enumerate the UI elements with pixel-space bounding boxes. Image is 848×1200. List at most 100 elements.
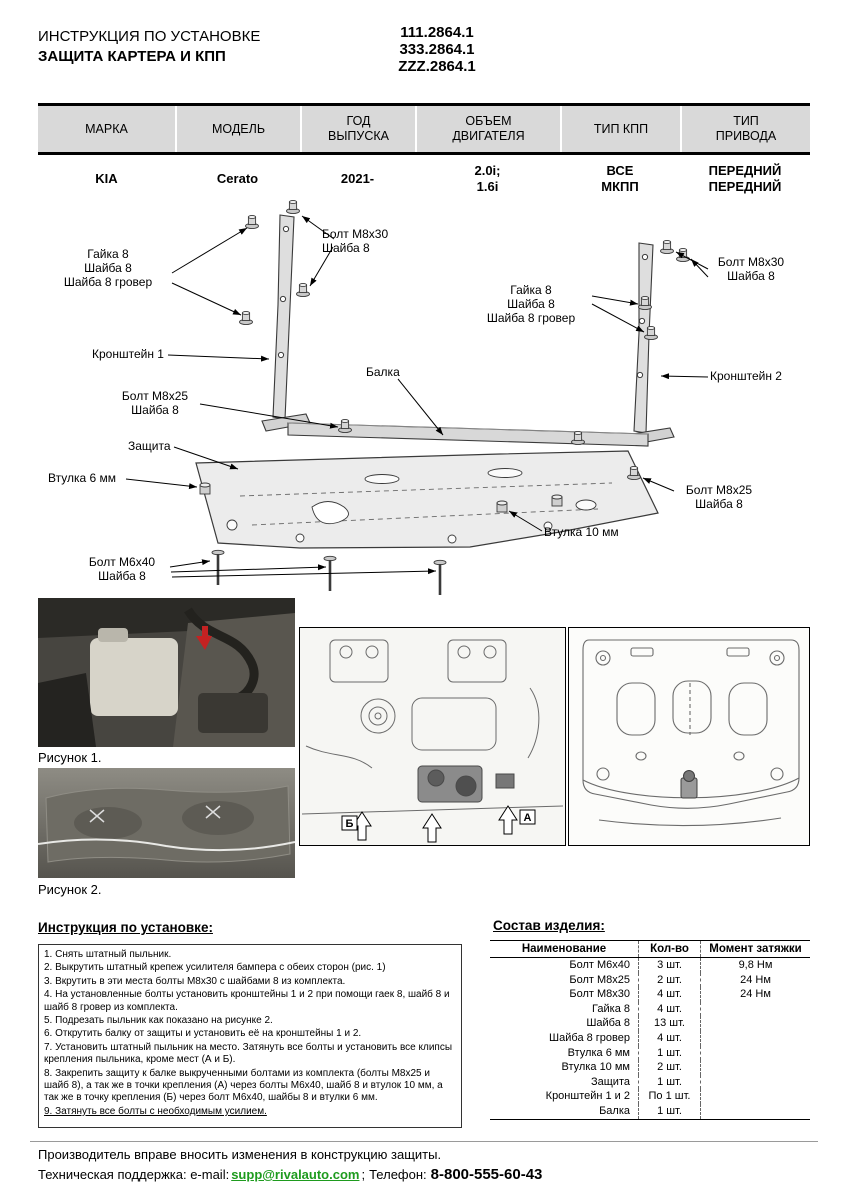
parts-row: Болт М8х25 2 шт.24 Нм <box>490 972 810 988</box>
part-name: Гайка 8 <box>592 1002 630 1015</box>
exploded-diagram: Болт М8х30 Шайба 8 Гайка 8 Шайба 8 Шайба… <box>0 195 848 600</box>
doc-title: ИНСТРУКЦИЯ ПО УСТАНОВКЕ ЗАЩИТА КАРТЕРА И… <box>38 28 260 65</box>
parts-row: Шайба 8 13 шт. <box>490 1016 810 1031</box>
label-bolt-m8x25-left: Болт М8х25 Шайба 8 <box>121 389 189 417</box>
engine-bay-photo-drawing <box>38 598 295 747</box>
part-qty: 2 шт. <box>638 972 700 988</box>
underbody-halftone-drawing: Б А <box>301 639 564 843</box>
after-email: ; <box>361 1167 366 1182</box>
part-torque: 24 Нм <box>700 987 810 1002</box>
label-hardware-left: Гайка 8 Шайба 8 Шайба 8 гровер <box>63 247 153 289</box>
cut-point-a-label: А <box>524 812 532 824</box>
part-number-1: 111.2864.1 <box>400 24 474 41</box>
parts-row: Шайба 8 гровер 4 шт. <box>490 1030 810 1046</box>
doc-title-line1: ИНСТРУКЦИЯ ПО УСТАНОВКЕ <box>38 28 261 45</box>
label-shield: Защита <box>128 439 171 453</box>
parts-col-qty: Кол-во <box>638 941 700 957</box>
part-torque <box>700 1030 810 1046</box>
spec-header-model: МОДЕЛЬ <box>175 106 300 152</box>
part-qty: 1 шт. <box>638 1103 700 1119</box>
part-name: Шайба 8 <box>586 1017 630 1030</box>
instruction-step: 5. Подрезать пыльник как показано на рис… <box>44 1015 273 1027</box>
label-bolt-m8x25-right: Болт М8х25 Шайба 8 <box>685 483 753 511</box>
part-torque <box>700 1045 810 1061</box>
spec-header-year: ГОД ВЫПУСКА <box>300 106 415 152</box>
part-name: Балка <box>599 1104 630 1117</box>
part-qty: 4 шт. <box>638 1030 700 1046</box>
label-bolt-m8x30-left: Болт М8х30 Шайба 8 <box>322 227 389 255</box>
part-torque <box>700 1103 810 1119</box>
figure-1-photo <box>38 598 295 747</box>
part-qty: По 1 шт. <box>638 1089 700 1104</box>
footer-disclaimer: Производитель вправе вносить изменения в… <box>38 1147 442 1162</box>
spec-header-brand: МАРКА <box>85 121 128 136</box>
part-torque <box>700 1074 810 1090</box>
exploded-view-drawing <box>125 199 709 597</box>
spec-value-brand: KIA <box>95 171 118 186</box>
part-numbers: 111.2864.1 333.2864.1 ZZZ.2864.1 <box>352 24 522 75</box>
spec-value-gearbox: ВСЕ МКПП <box>601 163 639 194</box>
footer-divider <box>30 1141 818 1142</box>
instruction-step: 4. На установленные болты установить кро… <box>44 989 450 1013</box>
shield-plate-drawing <box>195 450 659 549</box>
part-qty: 13 шт. <box>638 1016 700 1031</box>
part-name: Втулка 10 мм <box>561 1061 630 1074</box>
spec-value-engine: 2.0i; 1.6i <box>474 163 501 194</box>
instructions-heading: Инструкция по установке: <box>38 920 213 935</box>
parts-row: Балка 1 шт. <box>490 1103 810 1119</box>
doc-title-line2: ЗАЩИТА КАРТЕРА И КПП <box>38 48 226 65</box>
part-name: Болт М6х40 <box>569 959 630 971</box>
part-number-3: ZZZ.2864.1 <box>398 58 476 75</box>
red-arrow-icon <box>202 626 208 636</box>
splash-guard-photo-drawing <box>38 768 295 878</box>
parts-row: Втулка 10 мм 2 шт. <box>490 1060 810 1075</box>
installed-shield-drawing <box>582 639 800 827</box>
label-bracket-2: Кронштейн 2 <box>710 369 782 383</box>
bracket-2-drawing <box>625 242 675 446</box>
bracket-1-drawing <box>261 214 311 432</box>
spec-header-gearbox: ТИП КПП <box>560 106 680 152</box>
cut-point-b-label: Б <box>346 818 354 830</box>
part-torque <box>700 1060 810 1075</box>
parts-table-header: Наименование Кол-во Момент затяжки <box>490 940 810 958</box>
parts-col-torque: Момент затяжки <box>700 941 810 957</box>
part-qty: 4 шт. <box>638 987 700 1002</box>
parts-heading: Состав изделия: <box>493 918 605 933</box>
vehicle-spec-table: МАРКА МОДЕЛЬ ГОД ВЫПУСКА ОБЪЕМ ДВИГАТЕЛЯ… <box>38 103 810 203</box>
part-torque: 24 Нм <box>700 972 810 988</box>
instructions-list: 1. Снять штатный пыльник. 2. Выкрутить ш… <box>38 944 462 1128</box>
part-qty: 1 шт. <box>638 1045 700 1061</box>
support-prefix: Техническая поддержка: e-mail: <box>38 1167 230 1182</box>
label-beam: Балка <box>366 365 400 379</box>
part-qty: 2 шт. <box>638 1060 700 1075</box>
spec-value-model: Cerato <box>216 171 259 186</box>
instruction-step: 1. Снять штатный пыльник. <box>44 949 172 960</box>
instruction-step: 6. Открутить балку от защиты и установит… <box>44 1028 362 1040</box>
part-name: Защита <box>591 1075 630 1088</box>
spec-table-header-row: МАРКА МОДЕЛЬ ГОД ВЫПУСКА ОБЪЕМ ДВИГАТЕЛЯ… <box>38 103 810 155</box>
support-email-link[interactable]: supp@rivalauto.com <box>231 1167 360 1182</box>
part-name: Шайба 8 гровер <box>549 1031 630 1044</box>
label-bracket-1: Кронштейн 1 <box>92 347 164 361</box>
instruction-step: 2. Выкрутить штатный крепеж усилителя ба… <box>44 962 386 974</box>
figure-2-caption: Рисунок 2. <box>38 882 102 897</box>
figure-center-illustration: Б А <box>299 627 566 846</box>
part-torque <box>700 1089 810 1104</box>
part-name: Болт М8х25 <box>569 973 630 986</box>
instruction-step: 9. Затянуть все болты с необходимым усил… <box>44 1105 267 1117</box>
instruction-step: 3. Вкрутить в эти места болты М8х30 с ша… <box>44 975 346 987</box>
phone-label: Телефон: <box>369 1167 427 1182</box>
instruction-step: 7. Установить штатный пыльник на место. … <box>44 1041 453 1066</box>
label-bushing-6: Втулка 6 мм <box>48 471 117 485</box>
label-bushing-10: Втулка 10 мм <box>544 525 619 539</box>
part-torque: 9,8 Нм <box>700 958 810 973</box>
figure-1-caption: Рисунок 1. <box>38 750 102 765</box>
label-bolt-m6x40: Болт М6х40 Шайба 8 <box>88 555 156 583</box>
